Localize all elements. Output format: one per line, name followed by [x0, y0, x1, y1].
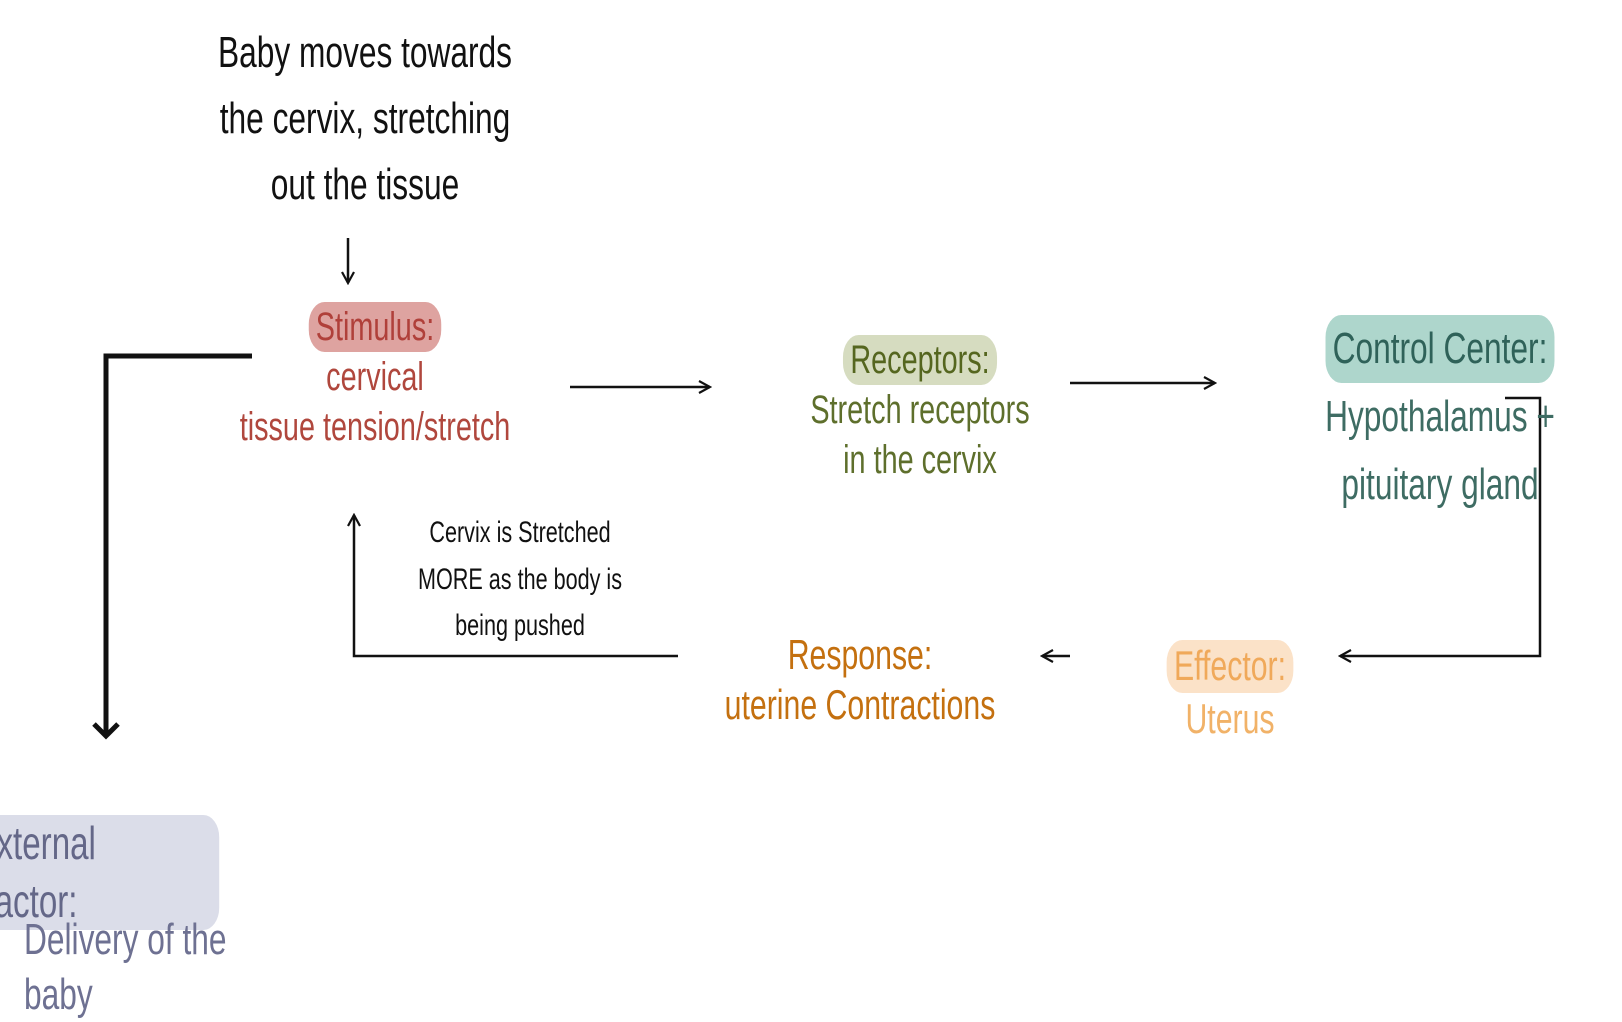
- arrow-control-to-effector: [1340, 396, 1542, 656]
- stimulus-line-2: tissue tension/stretch: [239, 405, 511, 449]
- receptors-label: Receptors:: [843, 335, 997, 385]
- external-factor-node: External Factor:: [0, 815, 220, 930]
- stimulus-node: Stimulus: cervical tissue tension/stretc…: [235, 302, 516, 452]
- receptors-line-2: in the cervix: [843, 438, 997, 482]
- response-label: Response:: [787, 631, 933, 678]
- response-node: Response: uterine Contractions: [702, 630, 1019, 731]
- control-center-line-2: pituitary gland: [1341, 460, 1539, 510]
- control-center-line-1: Hypothalamus +: [1325, 392, 1555, 442]
- effector-line-1: Uterus: [1185, 694, 1275, 742]
- arrow-feedback-loop: [354, 515, 678, 658]
- intro-line-2: the cervix, stretching: [219, 94, 511, 143]
- receptors-line-1: Stretch receptors: [810, 388, 1030, 432]
- intro-line-1: Baby moves towards: [217, 28, 513, 77]
- effector-node: Effector: Uterus: [1136, 640, 1323, 745]
- response-line-1: uterine Contractions: [724, 681, 996, 729]
- intro-text: Baby moves towards the cervix, stretchin…: [210, 20, 520, 218]
- feedback-line-2: MORE as the body is: [417, 562, 623, 596]
- external-factor-value: Delivery of the baby: [24, 915, 227, 1019]
- receptors-node: Receptors: Stretch receptors in the cerv…: [790, 335, 1049, 485]
- intro-line-3: out the tissue: [270, 160, 460, 209]
- effector-label: Effector:: [1166, 640, 1294, 693]
- control-center-node: Control Center: Hypothalamus + pituitary…: [1303, 315, 1577, 520]
- feedback-note: Cervix is Stretched MORE as the body is …: [412, 510, 628, 650]
- feedback-line-1: Cervix is Stretched: [429, 516, 611, 549]
- arrow-to-external-factor: [92, 353, 252, 740]
- arrow-layer: [92, 238, 1542, 740]
- external-factor-label: External Factor:: [0, 815, 220, 930]
- control-center-label: Control Center:: [1325, 315, 1555, 384]
- stimulus-label: Stimulus:: [308, 302, 442, 352]
- stimulus-line-1: cervical: [326, 355, 424, 399]
- feedback-line-3: being pushed: [455, 609, 585, 642]
